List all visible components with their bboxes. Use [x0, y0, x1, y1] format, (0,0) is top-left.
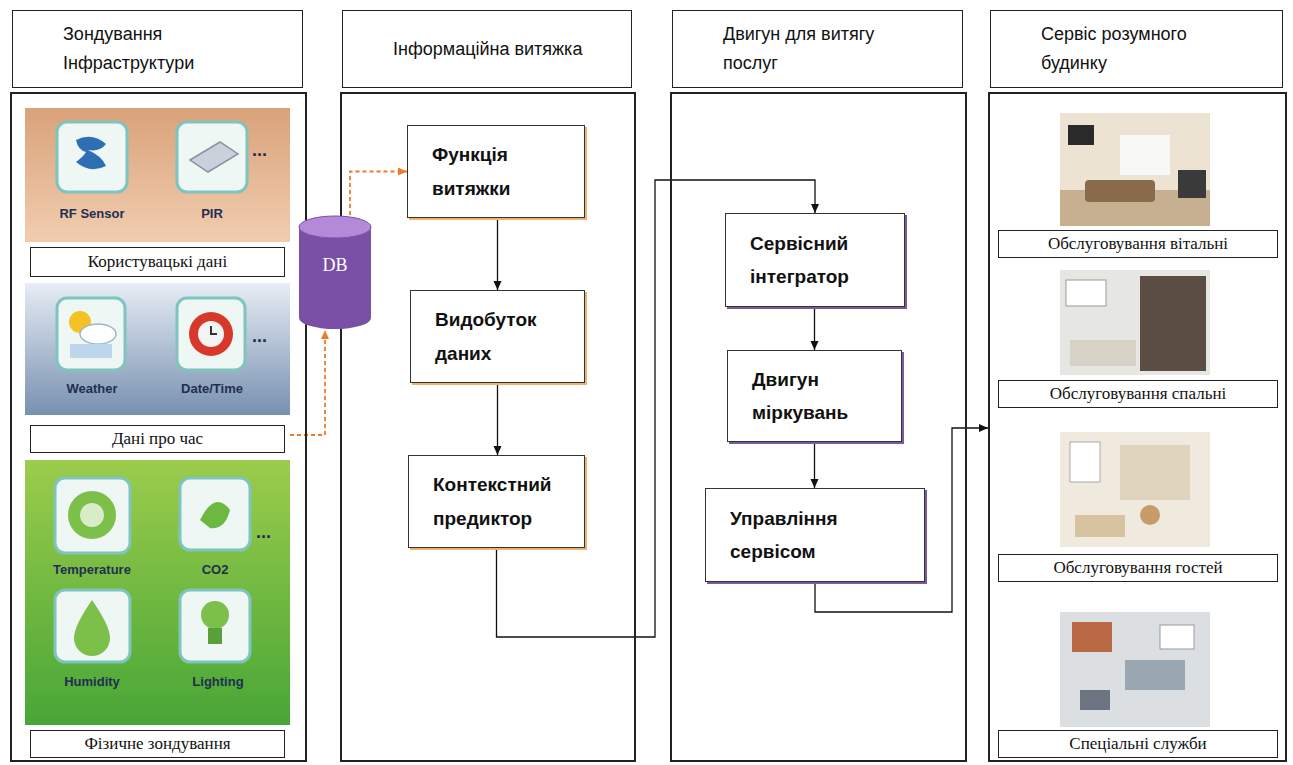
- dashed-connector: [350, 172, 407, 216]
- sensor-band: Фізичне зондування: [25, 460, 290, 758]
- icon-label: PIR: [152, 206, 272, 221]
- column-panel: Інформаційна витяжкаФункція витяжкиВидоб…: [340, 92, 636, 762]
- column-panel: Двигун для витягу послугСервісний інтегр…: [670, 92, 967, 762]
- sensor-band: Дані про час: [25, 283, 290, 453]
- room-pictures: [1060, 113, 1210, 727]
- column-panel: Сервіс розумного будинкуОбслуговування в…: [988, 92, 1287, 762]
- icon-label: Lighting: [158, 674, 278, 689]
- ellipsis-mark: ...: [256, 522, 271, 543]
- icon-label: Weather: [32, 381, 152, 396]
- icon-label: Temperature: [32, 562, 152, 577]
- process-box: Контекстний предиктор: [408, 455, 585, 548]
- column-heading: Сервіс розумного будинку: [990, 10, 1283, 88]
- sensor-bands: [25, 108, 290, 725]
- process-box: Видобуток даних: [410, 290, 585, 383]
- service-tile: Обслуговування спальні: [998, 270, 1278, 408]
- connector-arrow: [814, 442, 815, 488]
- process-box: Двигун міркувань: [727, 350, 902, 442]
- connector-arrow: [814, 307, 815, 350]
- box-label: Контекстний предиктор: [433, 468, 572, 535]
- caption-label: Спеціальні служби: [998, 730, 1278, 758]
- ellipsis-mark: ...: [252, 140, 267, 161]
- dashed-connector: [290, 330, 325, 435]
- box-label: Сервісний інтегратор: [750, 227, 892, 294]
- caption-label: Обслуговування вітальні: [998, 230, 1278, 258]
- box-label: Видобуток даних: [435, 303, 572, 370]
- icon-label: Date/Time: [152, 381, 272, 396]
- column-heading: Зондування Інфраструктури: [12, 10, 303, 88]
- connector-arrow: [497, 218, 498, 290]
- column-heading: Інформаційна витяжка: [342, 10, 632, 88]
- box-label: Функція витяжки: [432, 138, 572, 205]
- icon-label: Humidity: [32, 674, 152, 689]
- icon-label: RF Sensor: [32, 206, 152, 221]
- box-label: Двигун міркувань: [752, 363, 889, 430]
- service-tile: Обслуговування вітальні: [998, 113, 1278, 258]
- column-heading: Двигун для витягу послуг: [672, 10, 963, 88]
- sensor-band: Користувацькі дані: [25, 108, 290, 277]
- ellipsis-mark: ...: [252, 326, 267, 347]
- process-box: Управління сервісом: [705, 488, 925, 582]
- database-label: DB: [298, 255, 372, 276]
- caption-label: Обслуговування гостей: [998, 554, 1278, 582]
- process-box: Сервісний інтегратор: [725, 213, 905, 307]
- box-label: Управління сервісом: [730, 502, 912, 569]
- column-panel: Зондування ІнфраструктуриКористувацькі д…: [10, 92, 307, 762]
- process-box: Функція витяжки: [407, 125, 585, 218]
- service-tile: Спеціальні служби: [998, 612, 1278, 758]
- caption-label: Обслуговування спальні: [998, 380, 1278, 408]
- icon-label: CO2: [155, 562, 275, 577]
- service-tile: Обслуговування гостей: [998, 432, 1278, 582]
- caption-label: Фізичне зондування: [30, 730, 285, 758]
- database-cylinder: DB: [298, 215, 372, 330]
- caption-label: Дані про час: [30, 425, 285, 453]
- caption-label: Користувацькі дані: [30, 247, 285, 277]
- connector-arrow: [497, 383, 498, 455]
